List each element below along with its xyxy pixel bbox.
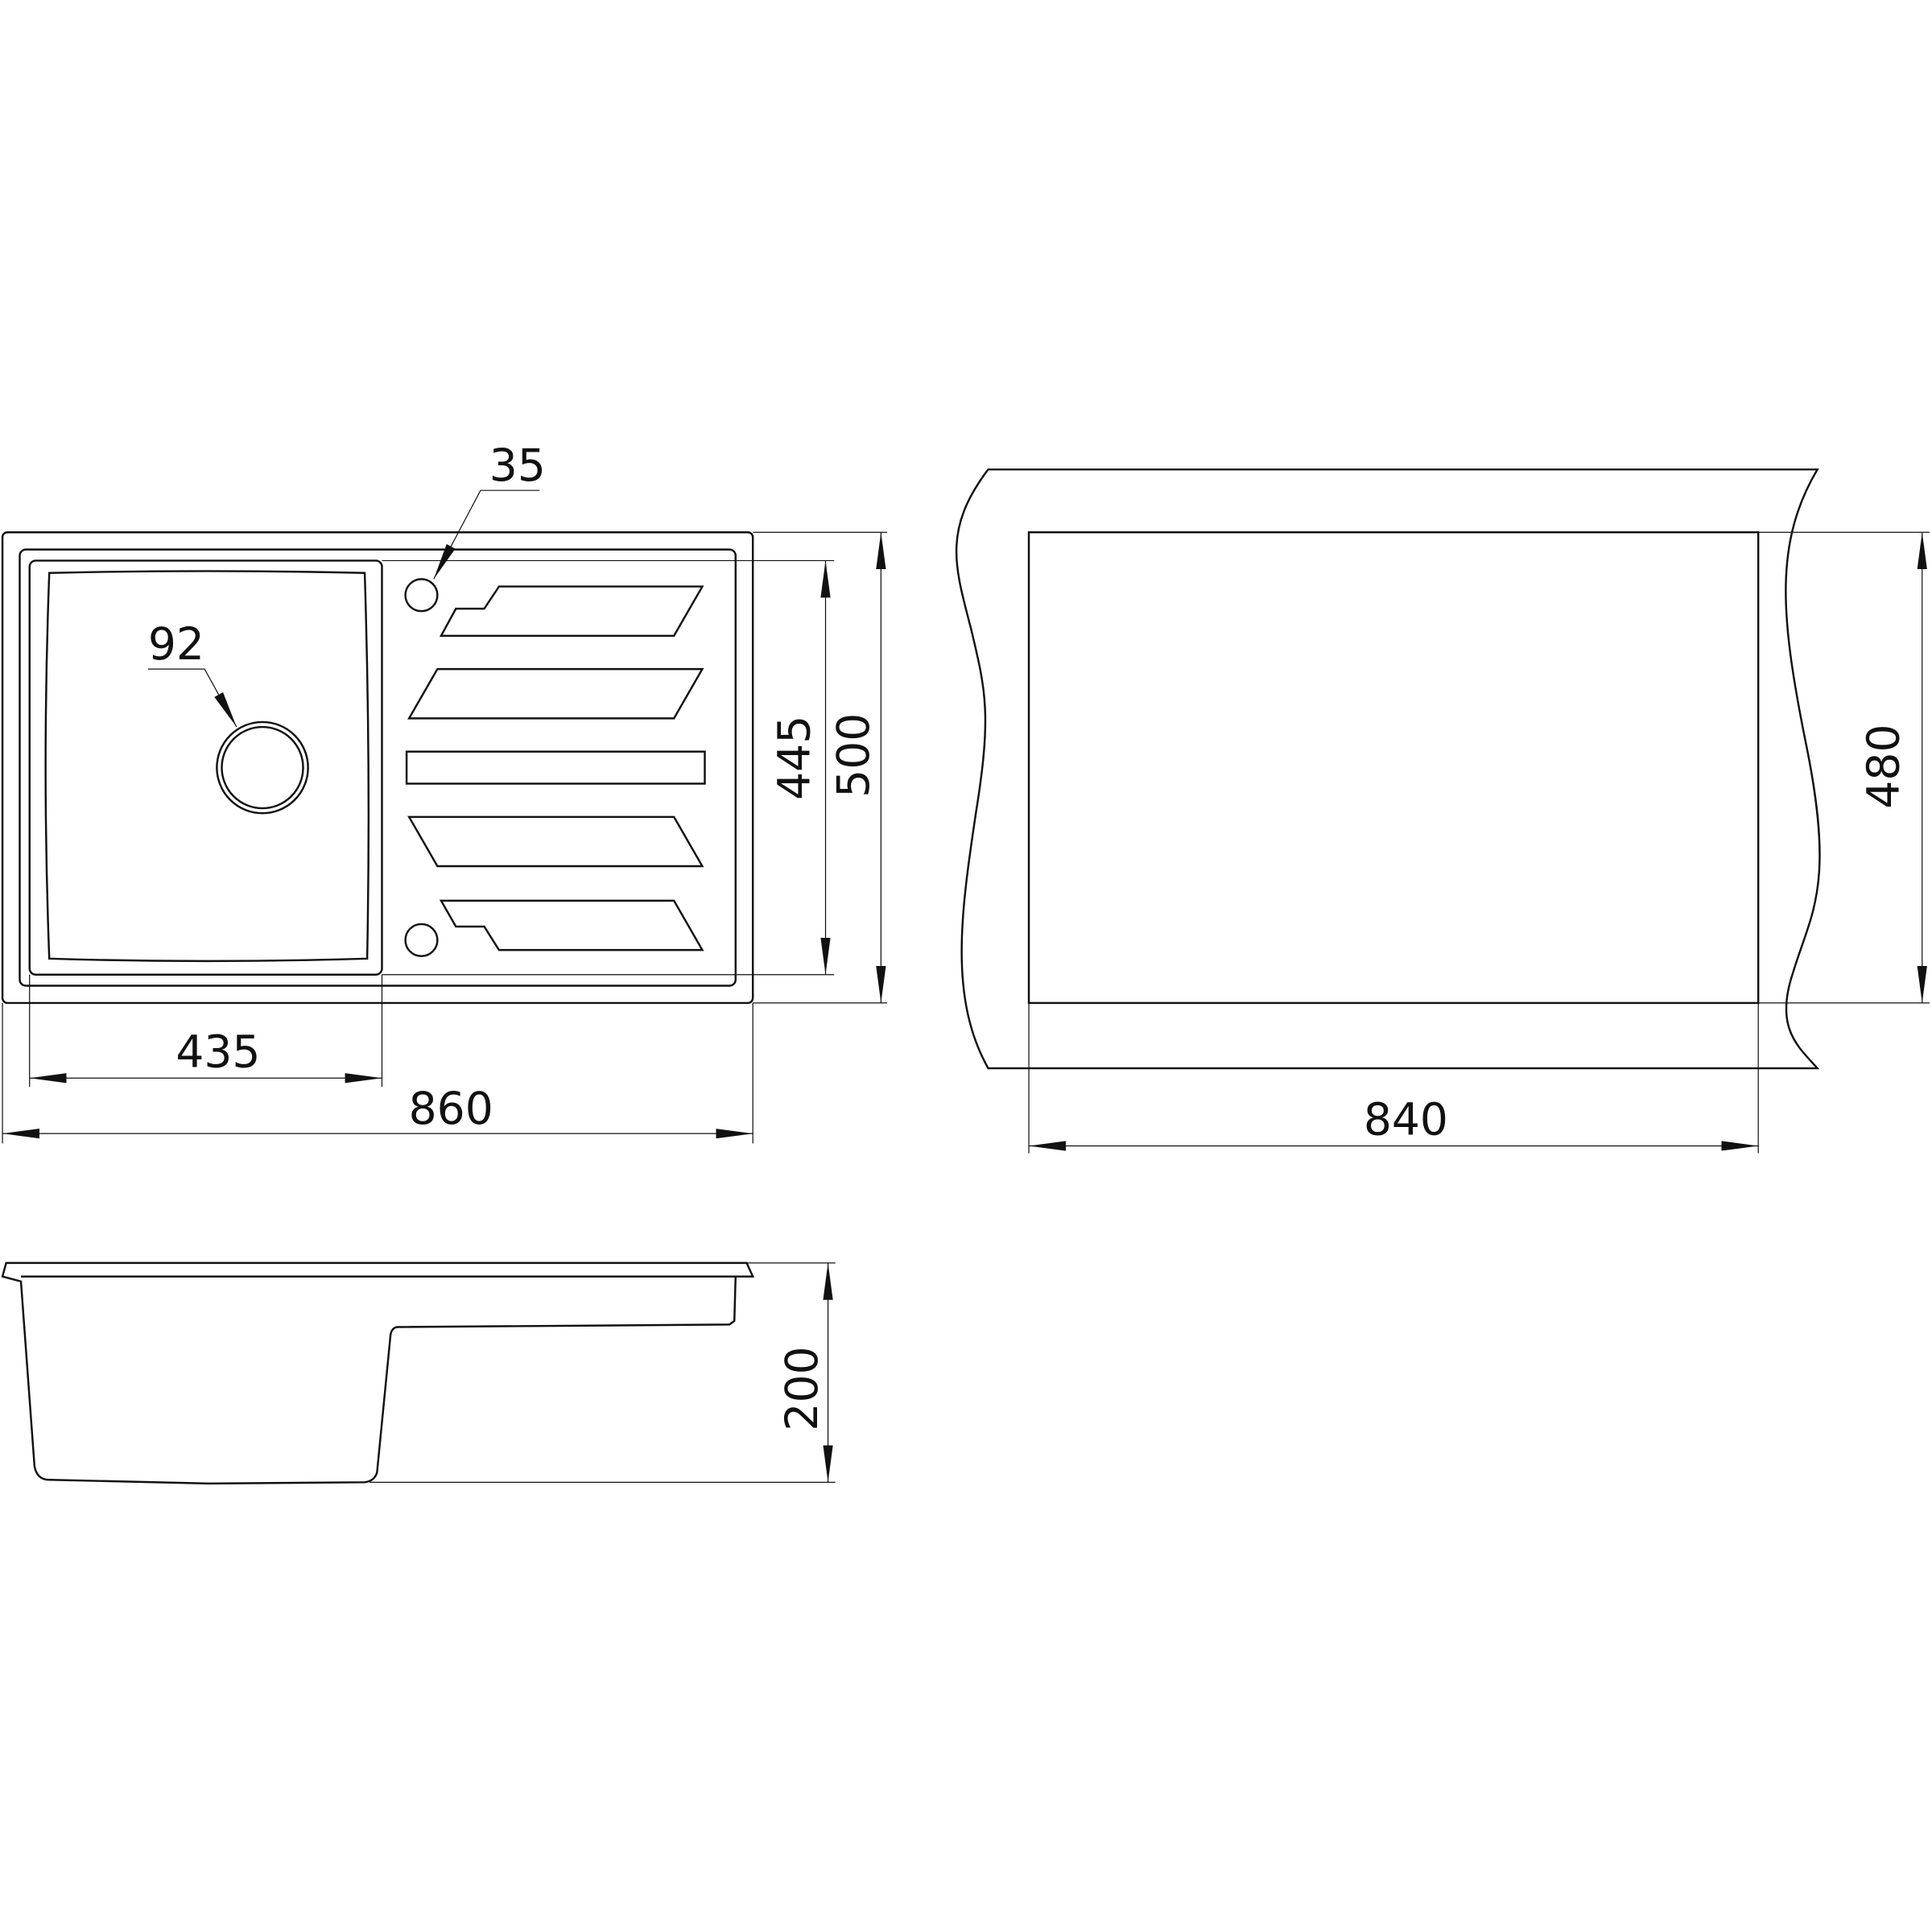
drainer-slot-4 [407, 815, 704, 868]
faucet-hole-top [404, 578, 439, 613]
cutout-rect [1027, 531, 1760, 1005]
countertop-outline [955, 468, 1821, 1070]
dim-840: 840 [1364, 1094, 1448, 1146]
dim-200: 200 [776, 1346, 828, 1430]
sink-outline [1, 531, 754, 1005]
bowl-outer [28, 559, 383, 976]
drain-leader [147, 668, 237, 728]
top-view: 35 92 435 860 445 500 [1, 440, 888, 1144]
drain-inner [221, 725, 304, 810]
faucet-hole-leader [433, 489, 540, 580]
cutout-extension-lines [1028, 531, 1930, 1154]
extension-lines [2, 531, 888, 1144]
faucet-hole-label: 35 [489, 440, 546, 491]
dim-860: 860 [409, 1083, 493, 1134]
dim-435: 435 [175, 1026, 260, 1078]
side-extension-lines [369, 1262, 836, 1483]
drainer-slot-5 [439, 899, 704, 952]
faucet-hole-bottom [404, 923, 439, 957]
side-view: 200 [1, 1261, 836, 1485]
drainer-slot-3 [405, 750, 706, 785]
sink-rim [19, 548, 737, 987]
dim-500: 500 [828, 713, 879, 798]
drain-label: 92 [148, 618, 204, 670]
drainer-slot-2 [407, 667, 704, 720]
drain-outer [216, 720, 309, 815]
side-profile [1, 1261, 755, 1485]
dim-445: 445 [769, 716, 820, 800]
cutout-view: 840 480 [955, 468, 1930, 1154]
drainer-slot-1 [439, 585, 704, 638]
dim-480: 480 [1858, 724, 1909, 808]
bowl-inner [44, 570, 370, 963]
